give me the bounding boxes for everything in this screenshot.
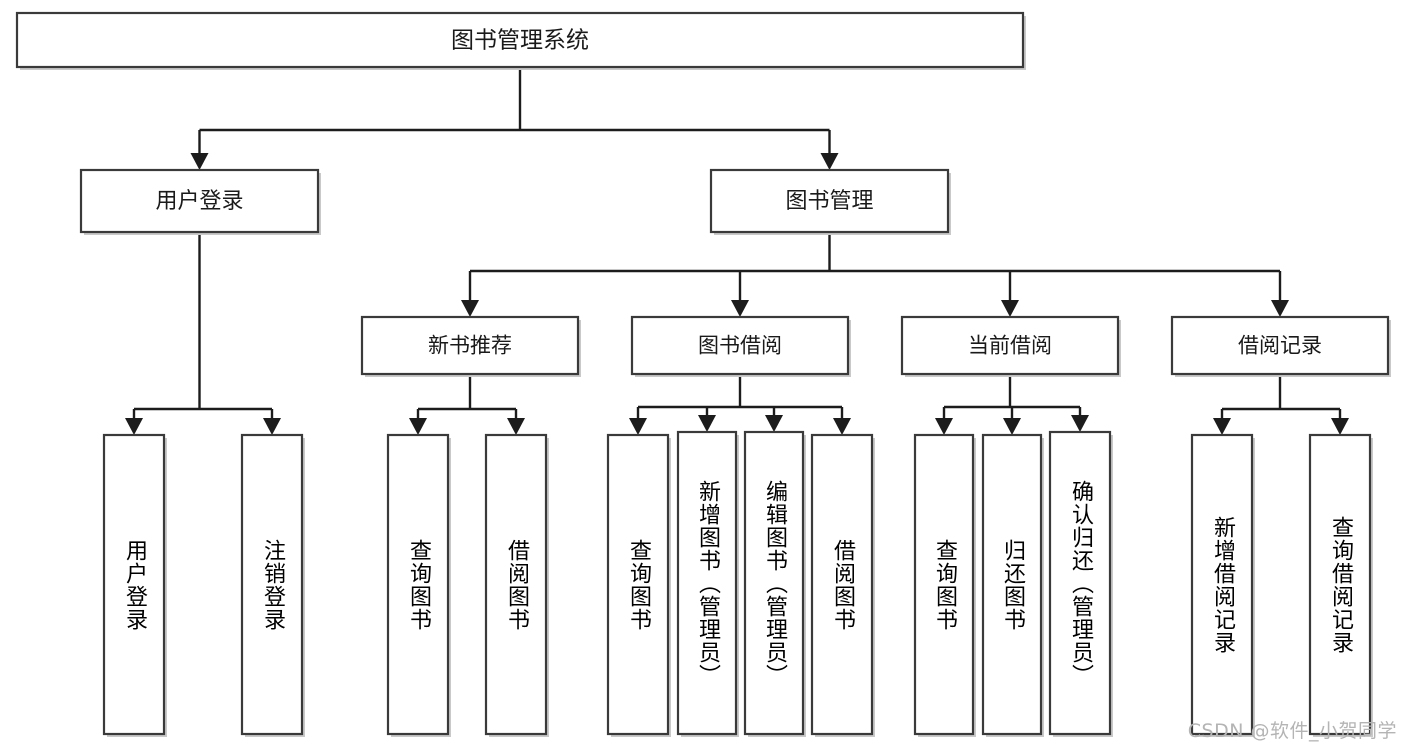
node-root-root[interactable]	[15, 11, 1025, 69]
arrow-head-icon	[409, 418, 427, 435]
arrow-head-icon	[1003, 418, 1021, 435]
arrow-head-icon	[1001, 300, 1019, 317]
node-leaf-leaf-return-book[interactable]	[981, 433, 1043, 736]
node-leaf-leaf-confirm-return-admin[interactable]	[1048, 430, 1112, 736]
node-label-new-book-rec: 新书推荐	[428, 334, 512, 358]
node-level3-new-book-rec[interactable]	[360, 315, 580, 376]
node-leaf-leaf-edit-book-admin[interactable]	[743, 430, 805, 736]
arrow-head-icon	[698, 415, 716, 432]
arrow-head-icon	[935, 418, 953, 435]
arrow-head-icon	[1071, 415, 1089, 432]
node-label-book-manage: 图书管理	[785, 189, 873, 214]
node-label-borrow-record: 借阅记录	[1238, 334, 1322, 358]
node-level3-borrow-record[interactable]	[1170, 315, 1390, 376]
node-level3-current-borrow[interactable]	[900, 315, 1120, 376]
arrow-head-icon	[1331, 418, 1349, 435]
arrow-head-icon	[629, 418, 647, 435]
node-leaf-leaf-user-login[interactable]	[102, 433, 166, 736]
csdn-watermark: CSDN @软件_小贺同学	[1187, 720, 1397, 742]
node-level3-book-borrow[interactable]	[630, 315, 850, 376]
arrow-head-icon	[1213, 418, 1231, 435]
arrow-head-icon	[190, 153, 209, 170]
node-leaf-leaf-borrow-book-rec[interactable]	[484, 433, 548, 736]
node-level2-book-manage[interactable]	[709, 168, 950, 234]
arrow-head-icon	[1271, 300, 1289, 317]
node-label-book-borrow: 图书借阅	[698, 334, 782, 358]
arrow-head-icon	[507, 418, 525, 435]
node-level2-user-login[interactable]	[79, 168, 320, 234]
node-leaf-leaf-user-logout[interactable]	[240, 433, 304, 736]
node-leaf-leaf-query-book-borrow[interactable]	[606, 433, 670, 736]
arrow-head-icon	[125, 418, 143, 435]
node-label-root: 图书管理系统	[451, 28, 589, 54]
arrow-head-icon	[765, 415, 783, 432]
arrow-head-icon	[263, 418, 281, 435]
arrow-head-icon	[833, 418, 851, 435]
node-leaf-leaf-query-borrow-record[interactable]	[1308, 433, 1372, 736]
node-leaf-leaf-query-book-current[interactable]	[913, 433, 975, 736]
connectors-layer	[125, 67, 1349, 435]
arrow-head-icon	[820, 153, 839, 170]
node-leaf-leaf-query-book-rec[interactable]	[386, 433, 450, 736]
node-leaf-leaf-borrow-book[interactable]	[810, 433, 874, 736]
boxes-layer	[15, 11, 1391, 737]
node-leaf-leaf-add-borrow-record[interactable]	[1190, 433, 1254, 736]
arrow-head-icon	[461, 300, 479, 317]
node-label-current-borrow: 当前借阅	[968, 334, 1052, 358]
node-leaf-leaf-add-book-admin[interactable]	[676, 430, 738, 736]
arrow-head-icon	[731, 300, 749, 317]
node-label-user-login: 用户登录	[155, 189, 243, 214]
